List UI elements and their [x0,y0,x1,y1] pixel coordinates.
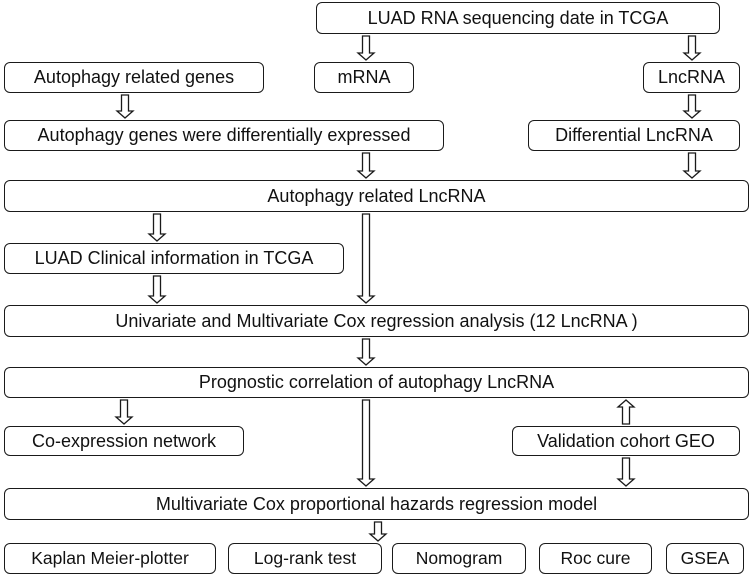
node-label: Multivariate Cox proportional hazards re… [155,493,598,514]
node-label: Differential LncRNA [555,125,713,145]
node-lncrna: LncRNA [643,62,740,93]
node-label: Kaplan Meier-plotter [31,548,189,568]
node-autophagy-related-lncrna: Autophagy related LncRNA [4,180,749,212]
node-label: LncRNA [657,67,726,87]
arrow-cox-to-prognostic [356,338,376,366]
arrow-prognostic-to-coexpression [114,399,134,425]
arrow-tcga-to-mrna [356,35,376,61]
node-log-rank-test: Log-rank test [228,543,382,574]
node-label: Autophagy genes were differentially expr… [37,125,411,145]
node-label: mRNA [337,67,391,87]
node-label: Validation cohort GEO [537,430,715,451]
node-differential-lncrna: Differential LncRNA [528,120,740,151]
node-mrna: mRNA [314,62,414,93]
node-label: Roc cure [560,548,631,568]
node-gsea: GSEA [666,543,744,574]
node-nomogram: Nomogram [392,543,526,574]
arrow-validation-to-model [616,457,636,487]
node-label: Univariate and Multivariate Cox regressi… [115,310,638,331]
arrow-differential-to-autophagy-lncrna [356,152,376,179]
node-validation-cohort-geo: Validation cohort GEO [512,426,740,456]
arrow-model-to-outputs [368,521,388,542]
arrow-tcga-to-lncrna [682,35,702,61]
arrow-autophagy-lncrna-to-cox [356,213,376,304]
arrow-autophagy-lncrna-to-clinical [147,213,167,242]
node-cox-regression-analysis: Univariate and Multivariate Cox regressi… [4,305,749,337]
node-label: Autophagy related LncRNA [267,185,486,206]
node-autophagy-related-genes: Autophagy related genes [4,62,264,93]
node-label: LUAD RNA sequencing date in TCGA [367,7,669,28]
node-autophagy-differential: Autophagy genes were differentially expr… [4,120,444,151]
node-luad-clinical-information: LUAD Clinical information in TCGA [4,243,344,274]
node-coexpression-network: Co-expression network [4,426,244,456]
arrow-clinical-to-cox [147,275,167,304]
arrow-prognostic-to-model [356,399,376,487]
arrow-validation-to-prognostic [616,399,636,425]
node-label: Prognostic correlation of autophagy LncR… [198,372,555,392]
arrow-lncrna-to-differential [682,94,702,119]
node-label: LUAD Clinical information in TCGA [34,248,314,268]
arrow-genes-to-differential [115,94,135,119]
node-kaplan-meier-plotter: Kaplan Meier-plotter [4,543,216,574]
node-prognostic-correlation: Prognostic correlation of autophagy LncR… [4,367,749,398]
arrow-diff-lncrna-to-autophagy-lncrna [682,152,702,179]
node-label: Co-expression network [31,430,217,451]
node-multivariate-cox-model: Multivariate Cox proportional hazards re… [4,488,749,520]
node-label: GSEA [680,548,730,568]
node-label: Nomogram [415,548,503,568]
node-label: Log-rank test [253,548,357,568]
node-tcga-rna-sequencing: LUAD RNA sequencing date in TCGA [316,2,720,34]
node-roc-cure: Roc cure [539,543,652,574]
node-label: Autophagy related genes [33,67,235,87]
